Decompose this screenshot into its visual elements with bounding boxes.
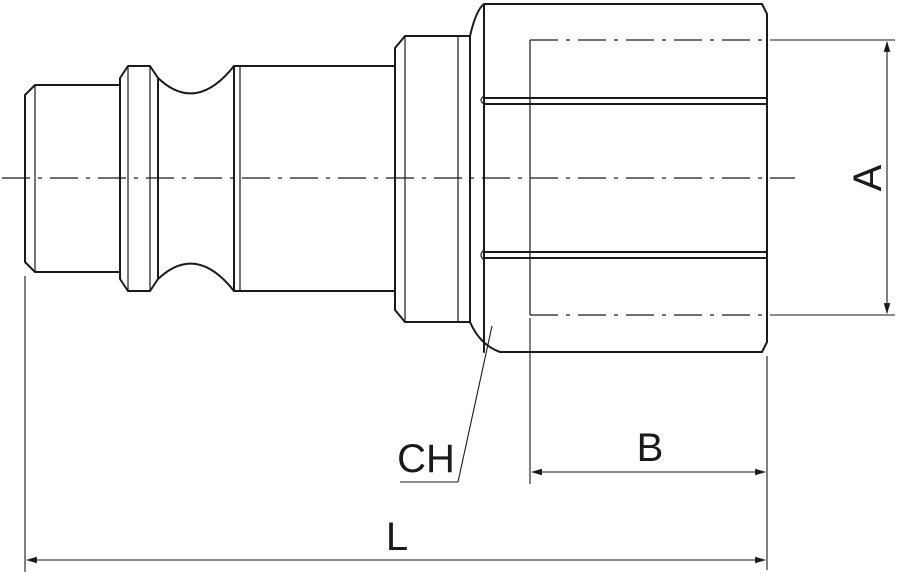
dimension-label-ch: CH: [397, 437, 455, 481]
dimension-label-a: A: [846, 164, 890, 191]
plug-groove: [157, 65, 235, 292]
dimension-l: L: [24, 276, 767, 572]
dimension-a: A: [770, 39, 895, 316]
dimension-b: B: [529, 318, 768, 570]
dimension-label-l: L: [386, 515, 408, 559]
plug-flange: [394, 35, 471, 323]
dimension-label-b: B: [637, 426, 664, 470]
leader-ch: CH: [397, 325, 493, 483]
